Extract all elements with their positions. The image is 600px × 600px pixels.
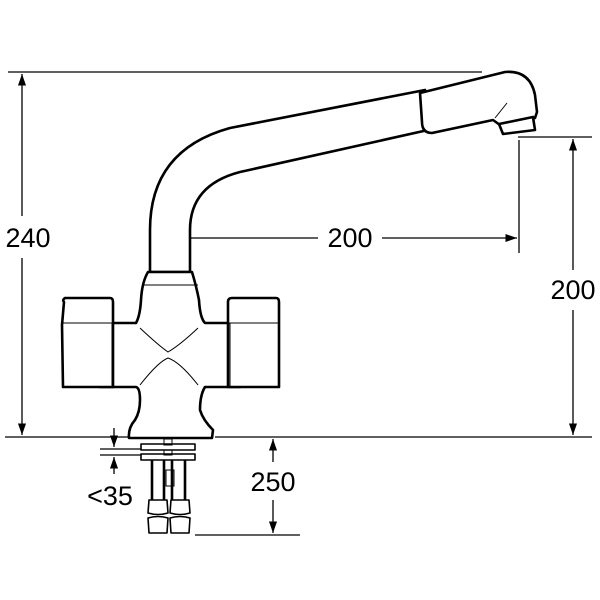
spout-height-label: 200 (550, 275, 595, 305)
tap-body (98, 270, 242, 440)
spout-tube (148, 88, 430, 274)
left-handle (60, 296, 115, 389)
right-handle (226, 296, 281, 389)
dimension-tail-length: 250 (250, 439, 296, 533)
dimension-deck-thickness: <35 (87, 428, 133, 511)
dimension-spout-height: 200 (550, 139, 596, 435)
body-contour-lines (139, 327, 199, 386)
flexible-tails (147, 499, 191, 534)
dimension-total-height: 240 (5, 74, 51, 435)
tail-length-label: 250 (250, 467, 295, 497)
fixing-kit (140, 438, 196, 500)
spout-reach-label: 200 (327, 223, 372, 253)
total-height-label: 240 (5, 223, 50, 253)
dimension-spout-reach: 200 (174, 223, 517, 253)
spout-head (418, 70, 539, 136)
deck-thickness-label: <35 (87, 481, 133, 511)
